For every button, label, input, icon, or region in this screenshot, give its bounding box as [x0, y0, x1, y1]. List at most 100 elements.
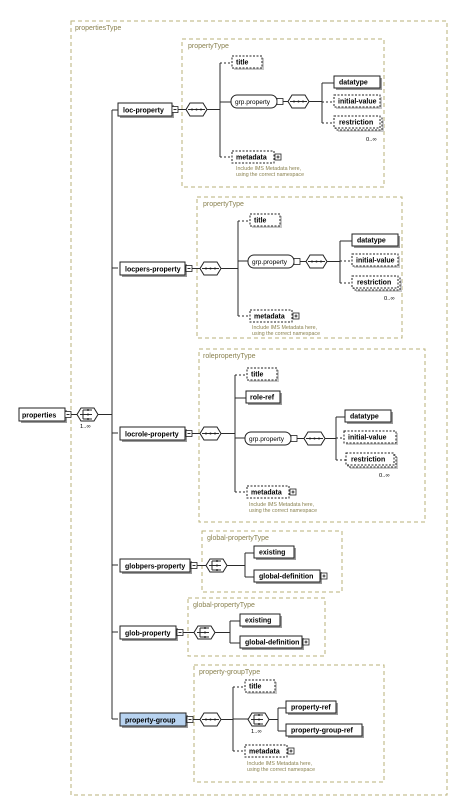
locrole-title-element[interactable]: [246, 367, 278, 381]
glob-global-definition-label: global-definition: [245, 640, 299, 647]
property-group-sequence-compositor: [199, 712, 222, 727]
locpers-grp-property-label: grp.property: [252, 259, 288, 266]
locpers-property-type-frame: [196, 196, 403, 339]
pg-property-ref-label: property-ref: [291, 705, 331, 712]
locpers-initial-value-label: initial-value: [356, 258, 395, 265]
globpers-property-element[interactable]: [119, 558, 191, 573]
globpers-property-type-frame: [201, 530, 343, 593]
locpers-property-type-label: propertyType: [203, 201, 244, 208]
locrole-datatype-element[interactable]: [344, 409, 392, 423]
locrole-grp-sequence-compositor: [303, 431, 326, 446]
globpers-existing-label: existing: [259, 550, 285, 557]
pg-metadata-note-line1: Include IMS Metadata here,: [247, 761, 312, 767]
locrole-grp-property-label: grp.property: [249, 436, 285, 443]
loc-grp-property-expand-icon[interactable]: [276, 98, 284, 105]
locpers-grp-sequence-compositor: [305, 254, 328, 269]
glob-global-definition-element[interactable]: [239, 635, 303, 649]
glob-property-label: glob-property: [125, 631, 171, 638]
locpers-metadata-note-line2: using the correct namespace: [252, 331, 320, 337]
loc-datatype-label: datatype: [339, 80, 368, 87]
locrole-property-sequence-compositor: [199, 426, 222, 441]
globpers-existing-element[interactable]: [253, 545, 295, 559]
locrole-grp-property-expand-icon[interactable]: [290, 435, 298, 442]
loc-property-sequence-compositor: [185, 102, 208, 117]
globpers-property-type-label: global-propertyType: [207, 535, 269, 542]
glob-property-type-label: global-propertyType: [193, 602, 255, 609]
locpers-initial-value-element[interactable]: [351, 253, 399, 267]
property-group-type-label: property-groupType: [199, 669, 260, 676]
pg-metadata-note-line2: using the correct namespace: [247, 767, 315, 773]
locpers-restriction-element[interactable]: [351, 275, 399, 289]
locpers-datatype-label: datatype: [357, 238, 386, 245]
pg-choice-compositor: [247, 712, 270, 727]
glob-existing-label: existing: [245, 618, 271, 625]
locrole-restriction-element[interactable]: [345, 452, 395, 466]
locrole-initial-value-label: initial-value: [348, 435, 387, 442]
locpers-property-element[interactable]: [119, 261, 186, 276]
locrole-property-element[interactable]: [119, 426, 186, 441]
loc-initial-value-element[interactable]: [333, 94, 381, 108]
locpers-metadata-note-line1: Include IMS Metadata here,: [252, 325, 317, 331]
locrole-initial-value-element[interactable]: [343, 430, 397, 444]
root-choice-compositor: [76, 407, 99, 422]
loc-grp-property-label: grp.property: [235, 99, 271, 106]
globpers-global-definition-element[interactable]: [253, 569, 321, 583]
locpers-property-label: locpers-property: [125, 267, 181, 274]
locpers-metadata-label: metadata: [254, 314, 285, 321]
loc-metadata-note-line2: using the correct namespace: [236, 172, 304, 178]
locrole-metadata-note-line1: Include IMS Metadata here,: [249, 502, 314, 508]
locrole-role-ref-label: role-ref: [250, 395, 275, 402]
globpers-global-definition-label: global-definition: [259, 574, 313, 581]
pg-property-group-ref-label: property-group-ref: [291, 728, 354, 735]
loc-metadata-element[interactable]: [231, 150, 275, 164]
locrole-title-label: title: [251, 372, 264, 379]
loc-property-label: loc-property: [123, 108, 164, 115]
locrole-restriction-label: restriction: [351, 457, 385, 464]
pg-property-group-ref-element[interactable]: [285, 723, 363, 737]
locpers-title-label: title: [254, 218, 267, 225]
properties-label: properties: [22, 413, 56, 420]
loc-restriction-label: restriction: [339, 120, 373, 127]
loc-title-label: title: [236, 60, 249, 67]
property-group-label: property-group: [125, 718, 176, 725]
loc-datatype-element[interactable]: [333, 75, 381, 89]
locrole-metadata-element[interactable]: [246, 485, 290, 499]
loc-metadata-note-line1: Include IMS Metadata here,: [236, 166, 301, 172]
loc-initial-value-label: initial-value: [338, 99, 377, 106]
locpers-property-sequence-compositor: [199, 261, 222, 276]
locrole-datatype-label: datatype: [350, 414, 379, 421]
locpers-metadata-element[interactable]: [249, 309, 293, 323]
glob-existing-element[interactable]: [239, 613, 281, 627]
pg-metadata-label: metadata: [249, 749, 280, 756]
locrole-restriction-cardinality: 0..∞: [379, 473, 390, 479]
locpers-title-element[interactable]: [249, 213, 281, 227]
locpers-grp-property-expand-icon[interactable]: [293, 258, 301, 265]
loc-property-type-frame: [181, 38, 385, 188]
locrole-metadata-note-line2: using the correct namespace: [249, 508, 317, 514]
pg-title-element[interactable]: [244, 679, 276, 693]
loc-metadata-label: metadata: [236, 155, 267, 162]
locrole-property-type-frame: [198, 348, 426, 523]
glob-property-type-frame: [187, 597, 326, 657]
glob-property-element[interactable]: [119, 625, 177, 640]
loc-title-element[interactable]: [231, 55, 263, 69]
locrole-property-type-label: rolepropertyType: [203, 353, 256, 360]
pg-metadata-element[interactable]: [244, 744, 288, 758]
locpers-datatype-element[interactable]: [351, 233, 399, 247]
locrole-role-ref-element[interactable]: [245, 390, 281, 404]
loc-restriction-element[interactable]: [333, 115, 381, 129]
root-choice-cardinality: 1..∞: [80, 424, 91, 430]
pg-choice-cardinality: 1..∞: [251, 729, 262, 735]
property-group-element[interactable]: [119, 712, 187, 727]
globpers-property-choice-compositor: [205, 558, 228, 573]
pg-property-ref-element[interactable]: [285, 700, 337, 714]
loc-property-type-label: propertyType: [188, 43, 229, 50]
locrole-property-label: locrole-property: [125, 432, 179, 439]
loc-restriction-cardinality: 0..∞: [366, 137, 377, 143]
globpers-property-label: globpers-property: [125, 564, 185, 571]
locpers-restriction-label: restriction: [357, 280, 391, 287]
locrole-metadata-label: metadata: [251, 490, 282, 497]
loc-grp-sequence-compositor: [287, 94, 310, 109]
glob-property-choice-compositor: [193, 625, 216, 640]
